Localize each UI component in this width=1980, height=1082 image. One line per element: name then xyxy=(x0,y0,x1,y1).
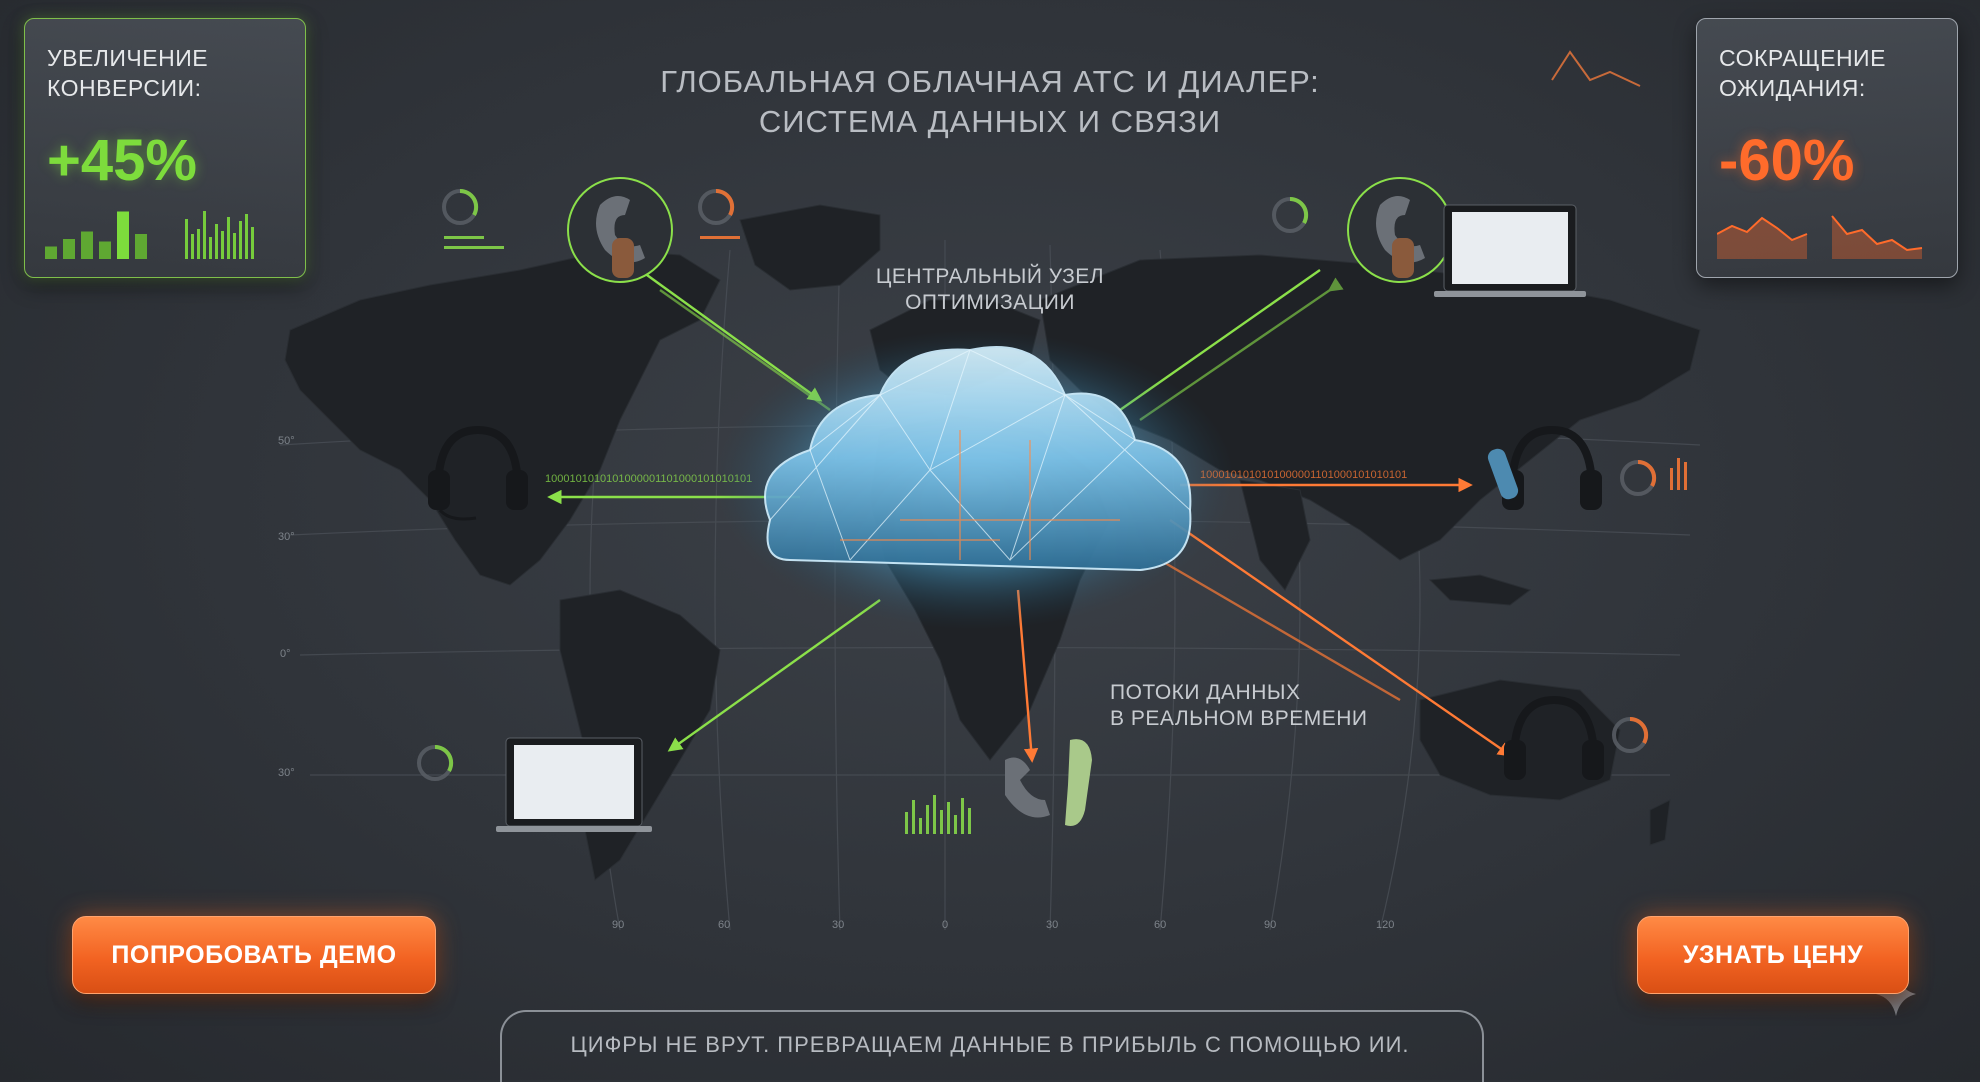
lon-tick: 120 xyxy=(1376,919,1394,931)
data-streams-label-line: В РЕАЛЬНОМ ВРЕМЕНИ xyxy=(1110,707,1368,730)
mini-bar xyxy=(99,241,111,259)
footer-frame xyxy=(500,1010,1484,1082)
mini-bar xyxy=(117,211,129,259)
laptop-icon xyxy=(1434,204,1586,297)
mini-widget xyxy=(417,188,1687,834)
lat-tick: 30° xyxy=(278,767,295,779)
mini-bar xyxy=(63,239,75,259)
sparkle-icon xyxy=(1876,972,1916,1016)
mini-bar xyxy=(135,234,147,259)
lon-tick: 90 xyxy=(1264,919,1276,931)
try-demo-button[interactable]: ПОПРОБОВАТЬ ДЕМО xyxy=(72,916,436,994)
lon-tick: 0 xyxy=(942,919,948,931)
lat-tick: 0° xyxy=(280,648,291,660)
binary-stream: 1000101010101000001101000101010101 xyxy=(545,473,752,485)
central-node-label-line: ЦЕНТРАЛЬНЫЙ УЗЕЛ xyxy=(875,265,1105,288)
headset-icon xyxy=(1487,425,1602,510)
conversion-stat-value: +45% xyxy=(47,128,197,193)
mini-bar xyxy=(81,231,93,259)
footer-tagline: ЦИФРЫ НЕ ВРУТ. ПРЕВРАЩАЕМ ДАННЫЕ В ПРИБЫ… xyxy=(570,1032,1410,1057)
data-streams-label-line: ПОТОКИ ДАННЫХ xyxy=(1110,681,1301,704)
page-title-line: ГЛОБАЛЬНАЯ ОБЛАЧНАЯ АТС И ДИАЛЕР: xyxy=(660,64,1320,99)
lat-tick: 50° xyxy=(278,435,295,447)
wait-time-stat-card: СОКРАЩЕНИЕ ОЖИДАНИЯ: -60% xyxy=(1696,18,1958,278)
headset-icon xyxy=(428,425,528,521)
phone-handset-icon xyxy=(1347,177,1453,283)
page-title: ГЛОБАЛЬНАЯ ОБЛАЧНАЯ АТС И ДИАЛЕР: СИСТЕМ… xyxy=(600,62,1380,142)
data-streams-label: ПОТОКИ ДАННЫХ В РЕАЛЬНОМ ВРЕМЕНИ xyxy=(1110,680,1370,732)
trend-line xyxy=(1551,50,1641,87)
lon-tick: 30 xyxy=(832,919,844,931)
wait-time-stat-value: -60% xyxy=(1719,128,1855,193)
lon-tick: 60 xyxy=(1154,919,1166,931)
phone-handset-icon xyxy=(1005,739,1092,826)
laptop-icon xyxy=(496,737,652,832)
phone-handset-icon xyxy=(567,177,673,283)
headset-icon xyxy=(1504,695,1604,780)
get-price-button[interactable]: УЗНАТЬ ЦЕНУ xyxy=(1637,916,1909,994)
wait-time-stat-title: СОКРАЩЕНИЕ ОЖИДАНИЯ: xyxy=(1719,45,1886,101)
lon-tick: 90 xyxy=(612,919,624,931)
wait-time-mini-chart xyxy=(1717,215,1923,259)
binary-stream: 1000101010101000001101000101010101 xyxy=(1200,469,1407,481)
lat-tick: 30° xyxy=(278,531,295,543)
conversion-mini-chart xyxy=(45,211,254,259)
cloud-node-icon xyxy=(715,330,1235,630)
mini-bar xyxy=(45,246,57,259)
page-title-line: СИСТЕМА ДАННЫХ И СВЯЗИ xyxy=(758,104,1222,139)
lon-tick: 60 xyxy=(718,919,730,931)
central-node-label-line: ОПТИМИЗАЦИИ xyxy=(905,291,1075,314)
lon-tick: 30 xyxy=(1046,919,1058,931)
conversion-stat-card: УВЕЛИЧЕНИЕ КОНВЕРСИИ: +45% xyxy=(24,18,306,278)
central-node-label: ЦЕНТРАЛЬНЫЙ УЗЕЛ ОПТИМИЗАЦИИ xyxy=(860,264,1120,316)
conversion-stat-title: УВЕЛИЧЕНИЕ КОНВЕРСИИ: xyxy=(47,45,209,101)
